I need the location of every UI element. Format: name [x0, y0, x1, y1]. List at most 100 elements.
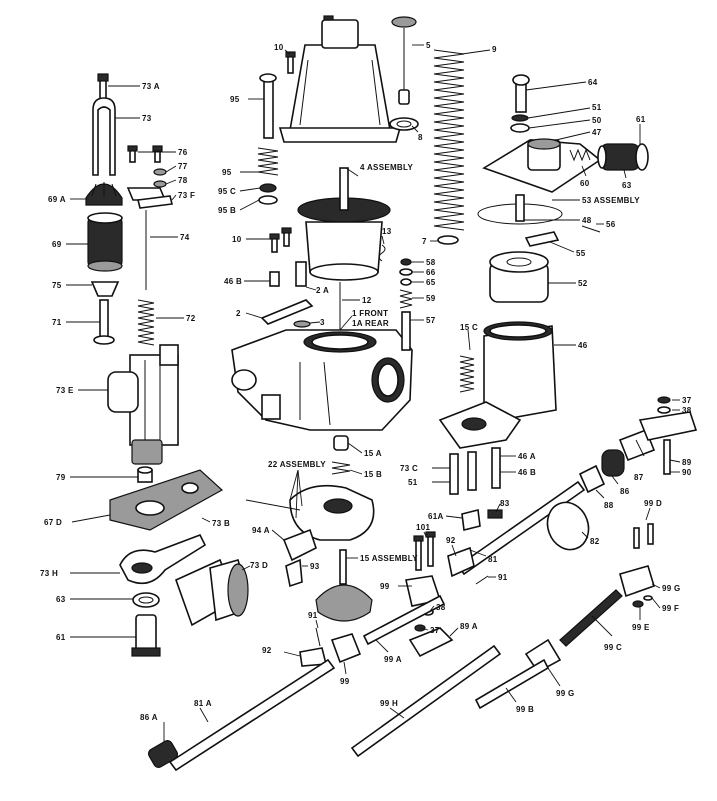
- label-73b: 73 B: [212, 519, 230, 528]
- label-99a: 99 A: [384, 655, 402, 664]
- label-47: 47: [592, 128, 602, 137]
- label-15a: 15 A: [364, 449, 382, 458]
- part-61-63-banjo: [597, 143, 649, 171]
- label-95c: 95 C: [218, 187, 236, 196]
- part-15-jet-assembly: [315, 549, 373, 622]
- part-2-3-plate: [260, 299, 314, 328]
- part-89a-lever: [408, 627, 454, 658]
- part-69a-cap: [85, 182, 123, 206]
- label-73e: 73 E: [56, 386, 74, 395]
- part-71-rod: [93, 299, 115, 345]
- part-labels: 73 A 73 76 77 78 69 A 73 F 69 74 75 71 7…: [40, 41, 692, 722]
- label-1a-rear: 1A REAR: [352, 319, 389, 328]
- part-15a-15b: [331, 435, 351, 475]
- label-4-assembly: 4 ASSEMBLY: [360, 163, 413, 172]
- label-73d: 73 D: [250, 561, 268, 570]
- label-67d: 67 D: [44, 518, 62, 527]
- label-52: 52: [578, 279, 588, 288]
- part-15c-spring: [459, 355, 475, 393]
- label-5: 5: [426, 41, 431, 50]
- part-81-spindle: [447, 480, 586, 578]
- label-57: 57: [426, 316, 436, 325]
- part-61-jet: [131, 614, 161, 657]
- label-99-lower: 99: [340, 677, 350, 686]
- label-86: 86: [620, 487, 630, 496]
- label-69a: 69 A: [48, 195, 66, 204]
- label-2: 2: [236, 309, 241, 318]
- part-53-float-lever: [477, 194, 563, 225]
- part-48-56-55-clip: [524, 225, 601, 247]
- label-91-left: 91: [308, 611, 318, 620]
- part-99d-screws: [633, 523, 654, 549]
- label-73a: 73 A: [142, 82, 160, 91]
- label-53-assembly: 53 ASSEMBLY: [582, 196, 640, 205]
- leader-lines: [66, 44, 681, 742]
- label-15b: 15 B: [364, 470, 382, 479]
- label-99e: 99 E: [632, 623, 650, 632]
- label-15-assembly: 15 ASSEMBLY: [360, 554, 418, 563]
- part-73f-lever: [137, 195, 173, 209]
- label-61a: 61A: [428, 512, 444, 521]
- label-95b: 95 B: [218, 206, 236, 215]
- part-82-butterfly: [546, 501, 590, 551]
- part-99-lower-clamp: [330, 633, 362, 664]
- label-78: 78: [178, 176, 188, 185]
- label-94a: 94 A: [252, 526, 270, 535]
- label-58: 58: [426, 258, 436, 267]
- label-55: 55: [576, 249, 586, 258]
- label-99-mid: 99: [380, 582, 390, 591]
- label-46b-left: 46 B: [224, 277, 242, 286]
- label-2a: 2 A: [316, 286, 329, 295]
- label-38-mid: 38: [436, 603, 446, 612]
- label-99d: 99 D: [644, 499, 662, 508]
- label-82: 82: [590, 537, 600, 546]
- label-3: 3: [320, 318, 325, 327]
- label-66: 66: [426, 268, 436, 277]
- label-77: 77: [178, 162, 188, 171]
- label-93: 93: [310, 562, 320, 571]
- label-91-right: 91: [498, 573, 508, 582]
- label-60: 60: [580, 179, 590, 188]
- part-101-screws: [413, 531, 436, 571]
- label-87: 87: [634, 473, 644, 482]
- part-88-86-87-group: [578, 428, 656, 494]
- part-99a-spindle: [362, 594, 446, 646]
- label-48: 48: [582, 216, 592, 225]
- label-99h: 99 H: [380, 699, 398, 708]
- label-51-lower: 51: [408, 478, 418, 487]
- part-99b-rod: [474, 658, 550, 710]
- label-7: 7: [422, 237, 427, 246]
- label-38-right: 38: [682, 406, 692, 415]
- label-13: 13: [382, 227, 392, 236]
- part-94a-93-levers: [282, 528, 317, 588]
- label-37-mid: 37: [430, 626, 440, 635]
- part-9-spring: [433, 49, 465, 231]
- part-suction-chamber-cover: [278, 19, 402, 143]
- label-46b-right: 46 B: [518, 468, 536, 477]
- label-74: 74: [180, 233, 190, 242]
- label-90: 90: [682, 468, 692, 477]
- label-61-right: 61: [636, 115, 646, 124]
- part-10-mid-screws: [269, 227, 292, 253]
- label-83: 83: [500, 499, 510, 508]
- part-13-clip: [378, 244, 386, 262]
- part-73e-float-chamber: [107, 344, 179, 465]
- part-89-90-lever: [638, 396, 698, 475]
- part-4-piston-assembly: [297, 167, 391, 281]
- label-9: 9: [492, 45, 497, 54]
- label-99b: 99 B: [516, 705, 534, 714]
- part-73d-housing: [175, 558, 249, 627]
- label-92-right: 92: [446, 536, 456, 545]
- part-46b-2a: [269, 261, 307, 287]
- part-72-spring: [137, 299, 155, 346]
- part-73a-screw: [97, 73, 109, 101]
- label-63-left: 63: [56, 595, 66, 604]
- part-75-seat: [90, 281, 120, 297]
- label-22-assembly: 22 ASSEMBLY: [268, 460, 326, 469]
- label-73c: 73 C: [400, 464, 418, 473]
- label-81a: 81 A: [194, 699, 212, 708]
- part-79-nut: [137, 466, 153, 483]
- part-64-bolt: [512, 74, 530, 113]
- part-69-cylinder: [87, 212, 123, 272]
